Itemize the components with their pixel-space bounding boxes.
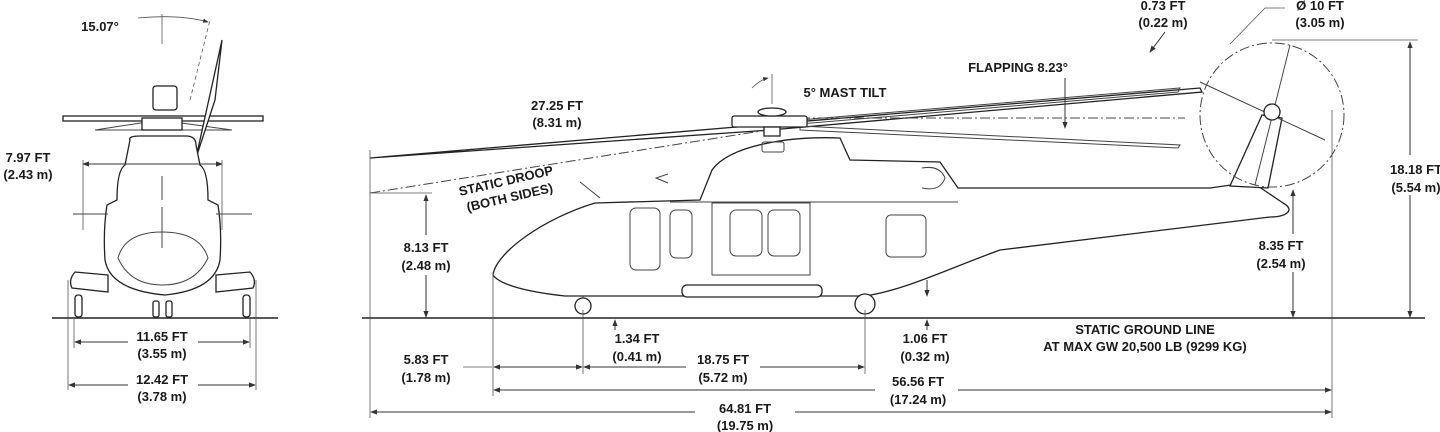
aft-window — [885, 214, 927, 258]
engine-intake — [761, 141, 785, 153]
mast-tilt-arc — [751, 77, 769, 89]
cabin-window-2 — [729, 209, 763, 257]
side-arrow-marking — [654, 173, 669, 184]
blade-angle-arc — [137, 16, 209, 23]
fuselage-length-ft: 56.56 FT — [892, 374, 944, 389]
tail-fin — [1229, 114, 1283, 189]
wheelbase-ft: 18.75 FT — [697, 352, 749, 367]
nose-clearance-ft: 1.34 FT — [615, 331, 660, 346]
overall-length-m: (19.75 m) — [717, 418, 773, 432]
diameter-leader — [1229, 7, 1285, 45]
rotor-head-cap — [757, 107, 787, 117]
folded-blade — [195, 39, 223, 159]
tail-rotor-offset-m: (0.22 m) — [1138, 15, 1187, 30]
side-fuselage — [492, 137, 1290, 297]
overall-width-ft: 12.42 FT — [136, 372, 188, 387]
overall-width-m: (3.78 m) — [137, 389, 186, 404]
tail-rotor-diameter-ft: Ø 10 FT — [1296, 0, 1344, 13]
ground-line-label-1: STATIC GROUND LINE — [1075, 322, 1215, 337]
tail-rotor-hub — [1263, 103, 1281, 121]
droop-height-ft: 8.13 FT — [404, 240, 449, 255]
mast-tilt-label: 5° MAST TILT — [804, 85, 887, 100]
main-mast — [763, 126, 781, 137]
flapping-label: FLAPPING 8.23° — [968, 60, 1068, 75]
left-main-wheel — [74, 294, 83, 318]
engine-exhaust — [921, 167, 946, 190]
overall-length-ft: 64.81 FT — [719, 401, 771, 416]
right-main-wheel — [242, 294, 251, 318]
nose-gear-ft: 5.83 FT — [404, 352, 449, 367]
left-sponson — [69, 271, 109, 293]
cabin-window-3 — [767, 209, 801, 257]
width-upper-ft: 7.97 FT — [6, 150, 51, 165]
blade-angle-label: 15.07° — [81, 19, 119, 34]
main-rotor-hub — [731, 115, 808, 128]
gear-track-m: (3.55 m) — [137, 346, 186, 361]
rotor-radius-m: (8.31 m) — [532, 115, 581, 130]
side-view: 27.25 FT (8.31 m) 5° MAST TILT STATIC DR… — [362, 0, 1440, 432]
antenna — [579, 181, 601, 199]
width-upper-m: (2.43 m) — [3, 167, 52, 182]
nose-gear-m: (1.78 m) — [401, 370, 450, 385]
blade-angle-ref — [189, 19, 211, 101]
belly-clearance-ft: 1.06 FT — [903, 331, 948, 346]
cockpit-door-window — [629, 207, 661, 271]
nose-wheel-right — [165, 300, 173, 318]
nose-wheel-left — [152, 300, 160, 318]
static-droop-label: STATIC DROOP (BOTH SIDES) — [457, 163, 555, 215]
overall-height-ft: 18.18 FT — [1390, 162, 1440, 177]
gear-track-ft: 11.65 FT — [136, 329, 187, 344]
tail-clearance-ft: 8.35 FT — [1259, 238, 1304, 253]
tail-rotor-disc — [1199, 42, 1345, 188]
offset-leader — [1149, 31, 1166, 53]
rotor-radius-ft: 27.25 FT — [531, 98, 583, 113]
tail-rotor-offset-ft: 0.73 FT — [1141, 0, 1186, 13]
front-rotor-hub — [152, 85, 178, 111]
overall-height-m: (5.54 m) — [1391, 180, 1440, 195]
ground-line-label-2: AT MAX GW 20,500 LB (9299 KG) — [1043, 339, 1246, 354]
cabin-window-1 — [669, 209, 693, 259]
droop-height-m: (2.48 m) — [401, 258, 450, 273]
tail-rotor-blade-a — [1199, 81, 1326, 141]
nose-clearance-m: (0.41 m) — [612, 349, 661, 364]
front-windshield — [117, 231, 209, 286]
sliding-door — [711, 202, 811, 276]
tail-rotor-diameter-m: (3.05 m) — [1295, 15, 1344, 30]
fuselage-length-m: (17.24 m) — [890, 392, 946, 407]
main-rotor-blade-flapped — [799, 125, 1181, 149]
tail-clearance-m: (2.54 m) — [1256, 256, 1305, 271]
static-droop-line — [369, 127, 781, 194]
belly-clearance-m: (0.32 m) — [900, 349, 949, 364]
front-view: 15.07° 7.97 FT (2.43 m) 11.65 FT (3.55 m… — [3, 14, 278, 404]
sponson — [681, 284, 823, 298]
right-sponson — [215, 271, 256, 293]
front-mast — [141, 117, 183, 131]
wheelbase-m: (5.72 m) — [698, 370, 747, 385]
